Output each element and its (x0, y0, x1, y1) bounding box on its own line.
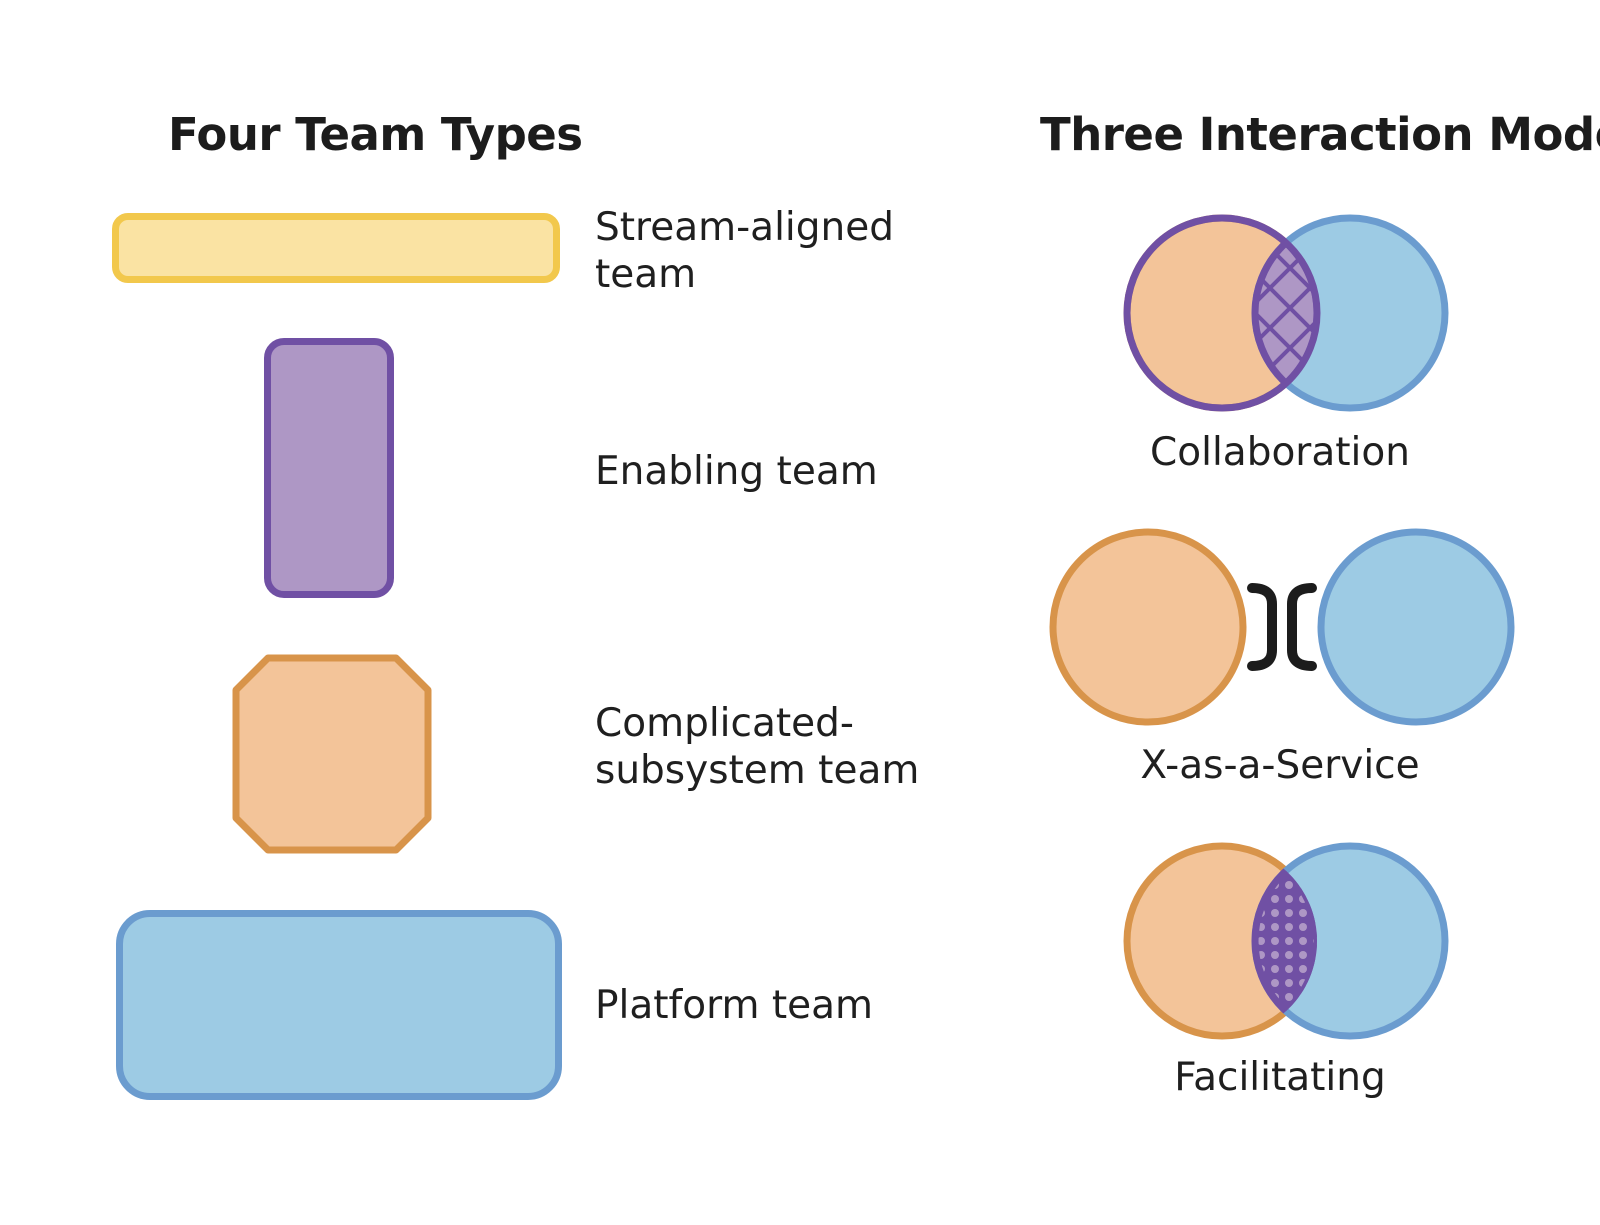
four-team-types-title: Four Team Types (168, 108, 583, 161)
stream-aligned-label-line-1: Stream-aligned (595, 205, 894, 250)
x-as-a-service-label: X-as-a-Service (1140, 743, 1420, 788)
stream-aligned-label-line-2: team (595, 252, 697, 297)
complicated-subsystem-team-label: Complicated- subsystem team (595, 700, 919, 794)
platform-team-shape (116, 910, 562, 1100)
platform-team-label: Platform team (595, 982, 873, 1029)
three-interaction-modes-title: Three Interaction Modes (1040, 108, 1600, 161)
overlapping-circles-dotted-icon (1123, 842, 1449, 1040)
stream-aligned-team-shape (112, 213, 560, 283)
separated-circles-connector-icon (1049, 528, 1515, 726)
collaboration-label: Collaboration (1150, 430, 1410, 475)
complicated-subsystem-team-shape (232, 654, 432, 854)
enabling-team-shape (264, 338, 394, 598)
complicated-label-line-1: Complicated- (595, 701, 854, 746)
enabling-label-line-1: Enabling team (595, 449, 878, 494)
overlapping-circles-crosshatch-icon (1123, 214, 1449, 412)
facilitating-label: Facilitating (1174, 1055, 1386, 1100)
enabling-team-label: Enabling team (595, 448, 878, 495)
stream-aligned-team-label: Stream-aligned team (595, 204, 894, 298)
platform-label-line-1: Platform team (595, 983, 874, 1028)
complicated-label-line-2: subsystem team (595, 748, 920, 793)
